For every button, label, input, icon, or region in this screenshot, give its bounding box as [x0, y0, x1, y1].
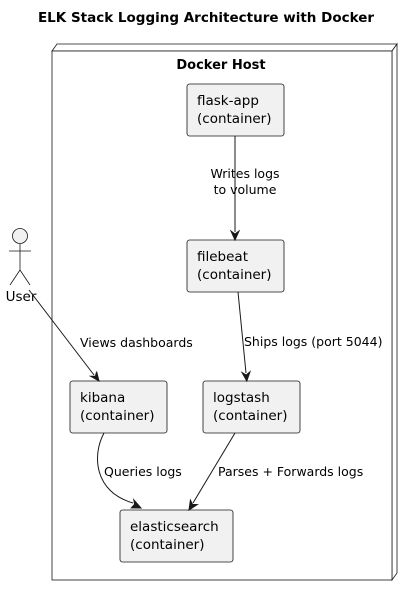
logstash-name: logstash — [213, 390, 270, 406]
logstash-box — [202, 380, 301, 434]
docker-host-node: Docker Host — [51, 42, 398, 582]
edge-user-to-kibana: Views dashboards — [28, 289, 193, 383]
flask-app-type: (container) — [197, 111, 272, 127]
flask-app-box — [186, 83, 285, 137]
flask-app-name: flask-app — [197, 93, 259, 109]
elasticsearch-type: (container) — [130, 537, 205, 553]
arrowhead-icon — [188, 498, 199, 512]
elasticsearch-name: elasticsearch — [130, 519, 219, 535]
actor-label: User — [6, 289, 37, 305]
kibana-type: (container) — [80, 408, 155, 424]
edge-filebeat-to-logstash: Ships logs (port 5044) — [237, 291, 382, 383]
flask-app-container: flask-app (container) — [186, 83, 285, 137]
edge-label-line2: to volume — [214, 182, 277, 197]
node-front-face — [51, 50, 393, 581]
edge-label: Queries logs — [104, 464, 182, 479]
edge-label: Views dashboards — [80, 335, 193, 350]
edge-label: Ships logs (port 5044) — [244, 334, 382, 349]
actor-left-leg — [9, 269, 21, 286]
arrowhead-icon — [88, 371, 100, 383]
docker-host-label: Docker Host — [176, 58, 265, 73]
arrowhead-icon — [229, 229, 241, 242]
filebeat-name: filebeat — [197, 249, 248, 265]
diagram-title: ELK Stack Logging Architecture with Dock… — [38, 10, 374, 26]
kibana-name: kibana — [80, 390, 125, 406]
kibana-box — [69, 380, 168, 434]
logstash-type: (container) — [213, 408, 288, 424]
edge-label-line1: Writes logs — [210, 166, 279, 181]
actor-right-leg — [19, 269, 31, 286]
edge-line — [192, 432, 236, 504]
actor-head-icon — [12, 228, 28, 244]
node-side-face — [391, 42, 398, 582]
node-top-face — [51, 43, 398, 52]
elasticsearch-container: elasticsearch (container) — [119, 509, 234, 563]
logstash-container: logstash (container) — [202, 380, 301, 434]
edge-logstash-to-elasticsearch: Parses + Forwards logs — [188, 432, 363, 512]
kibana-container: kibana (container) — [69, 380, 168, 434]
edge-line — [28, 289, 95, 376]
arrowhead-icon — [240, 370, 252, 383]
edge-line — [237, 291, 247, 374]
filebeat-container: filebeat (container) — [186, 239, 285, 293]
elasticsearch-box — [119, 509, 234, 563]
user-actor: User — [6, 228, 37, 305]
edge-line — [97, 432, 134, 504]
edge-kibana-to-elasticsearch: Queries logs — [97, 432, 182, 509]
arrowhead-icon — [130, 498, 143, 509]
filebeat-box — [186, 239, 285, 293]
filebeat-type: (container) — [197, 267, 272, 283]
edge-label: Parses + Forwards logs — [218, 464, 363, 479]
edge-flask-to-filebeat: Writes logs to volume — [210, 136, 280, 242]
